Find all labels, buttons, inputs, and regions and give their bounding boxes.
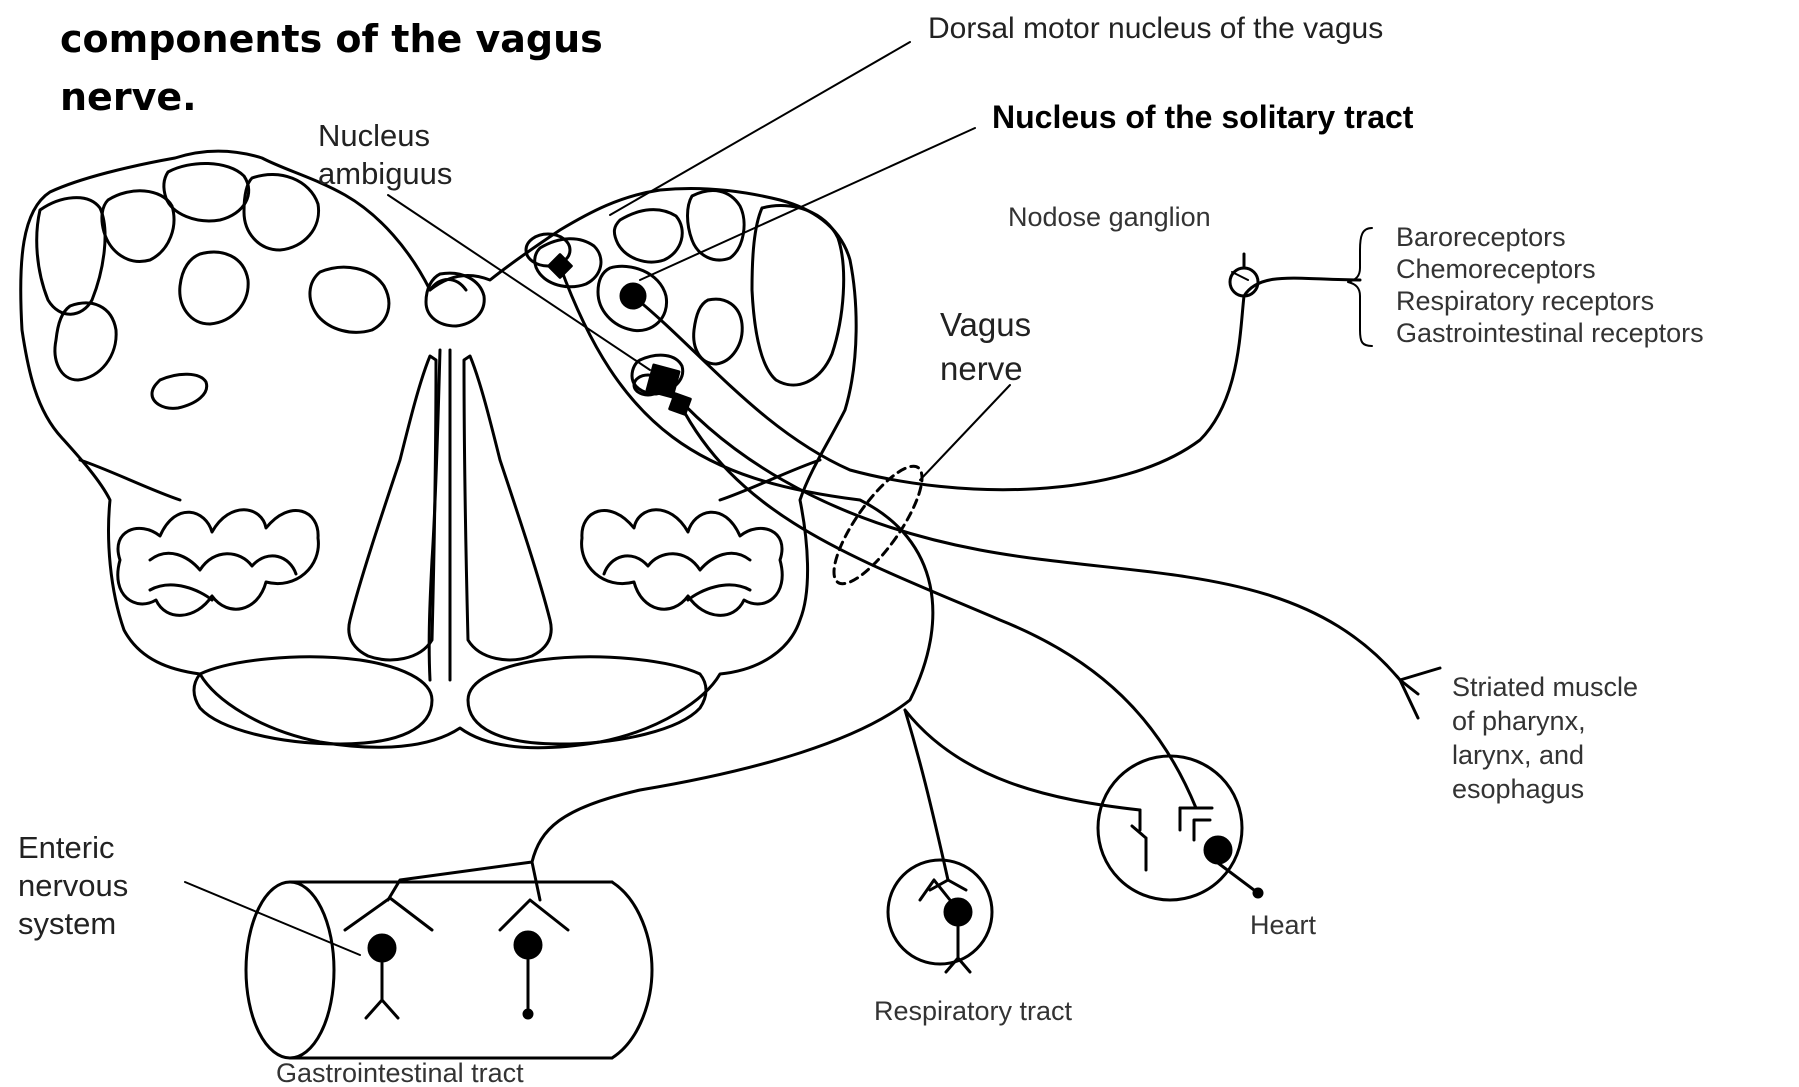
label-receptor: Gastrointestinal receptors: [1396, 318, 1704, 348]
label-enteric: Enteric: [18, 830, 114, 865]
label-enteric: system: [18, 906, 116, 941]
label-respiratory: Respiratory tract: [874, 996, 1073, 1026]
label-gi: Gastrointestinal tract: [276, 1058, 524, 1087]
label-enteric: nervous: [18, 868, 128, 903]
label-nodose: Nodose ganglion: [1008, 202, 1211, 232]
title-line-1: components of the vagus: [60, 17, 603, 61]
label-striated: larynx, and: [1452, 740, 1584, 770]
label-ambiguus-2: ambiguus: [318, 156, 452, 191]
receptor-brace: [1348, 228, 1372, 346]
respiratory-target: [888, 860, 992, 972]
label-ambiguus-1: Nucleus: [318, 118, 430, 153]
label-receptor: Respiratory receptors: [1396, 286, 1654, 316]
label-vagus-2: nerve: [940, 350, 1023, 387]
label-striated: of pharynx,: [1452, 706, 1586, 736]
label-heart: Heart: [1250, 910, 1317, 940]
nodose-ganglion-icon: [1230, 268, 1258, 296]
gi-tract-cylinder: [246, 882, 652, 1058]
label-striated: esophagus: [1452, 774, 1584, 804]
title-line-2: nerve.: [60, 75, 197, 119]
vagus-fibers: [388, 254, 1440, 900]
label-solitary-tract: Nucleus of the solitary tract: [992, 99, 1414, 135]
label-vagus-1: Vagus: [940, 306, 1031, 343]
label-receptor: Baroreceptors: [1396, 222, 1566, 252]
medulla-cross-section: [21, 151, 856, 748]
label-dorsal-motor: Dorsal motor nucleus of the vagus: [928, 12, 1383, 45]
label-striated: Striated muscle: [1452, 672, 1638, 702]
label-receptor: Chemoreceptors: [1396, 254, 1596, 284]
